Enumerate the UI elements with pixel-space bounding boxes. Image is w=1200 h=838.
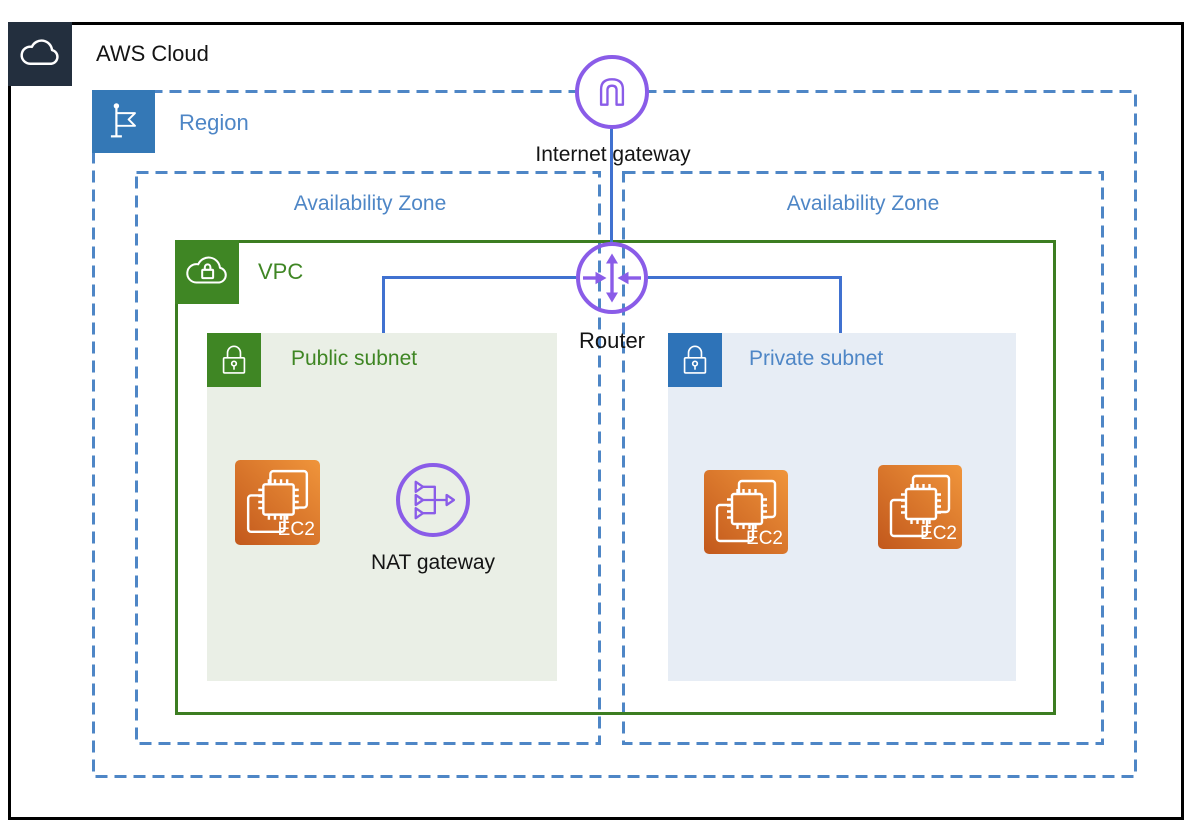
public-subnet-label: Public subnet [291, 347, 418, 370]
connector-router-private-h [648, 276, 841, 279]
vpc-label: VPC [258, 259, 304, 284]
availability-zone-label-right: Availability Zone [786, 192, 940, 215]
public-subnet-icon [207, 333, 261, 387]
router-label: Router [578, 328, 646, 353]
internet-gateway-label: Internet gateway [535, 143, 691, 166]
internet-gateway-icon [575, 55, 649, 129]
ec2-label: EC2 [746, 528, 783, 549]
ec2-icon-public: EC2 [235, 460, 320, 545]
connector-router-private-v [839, 276, 842, 333]
aws-cloud-label: AWS Cloud [96, 41, 209, 66]
connector-igw-router [610, 129, 613, 243]
ec2-icon-private-2: EC2 [878, 465, 962, 549]
connector-router-public-h [382, 276, 576, 279]
private-subnet-icon [668, 333, 722, 387]
vpc-icon [175, 240, 239, 304]
router-icon [576, 242, 648, 314]
availability-zone-label-left: Availability Zone [293, 192, 447, 215]
connector-router-public-v [382, 276, 385, 333]
nat-gateway-icon [396, 463, 470, 537]
ec2-icon-private-1: EC2 [704, 470, 788, 554]
vpc-box [175, 240, 1056, 715]
availability-zone-box-right [622, 171, 1104, 745]
region-icon [92, 90, 155, 153]
private-subnet-label: Private subnet [749, 347, 884, 370]
region-label: Region [179, 110, 249, 135]
ec2-label: EC2 [278, 519, 315, 540]
aws-cloud-icon [8, 22, 72, 86]
aws-cloud-box [8, 22, 1184, 820]
nat-gateway-label: NAT gateway [370, 551, 496, 574]
availability-zone-box-left [135, 171, 601, 745]
ec2-label: EC2 [920, 523, 957, 544]
